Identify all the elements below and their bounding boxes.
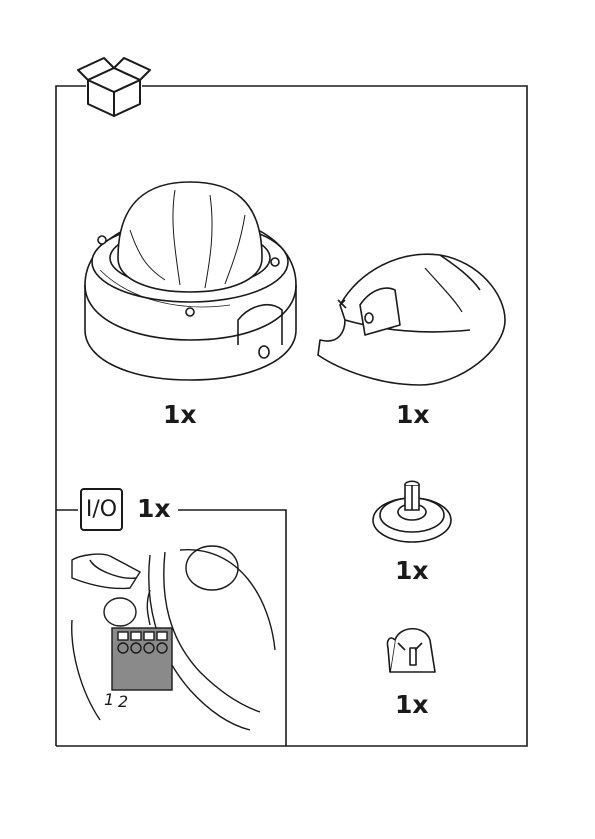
cable-clip-quantity: 1x xyxy=(395,692,429,717)
